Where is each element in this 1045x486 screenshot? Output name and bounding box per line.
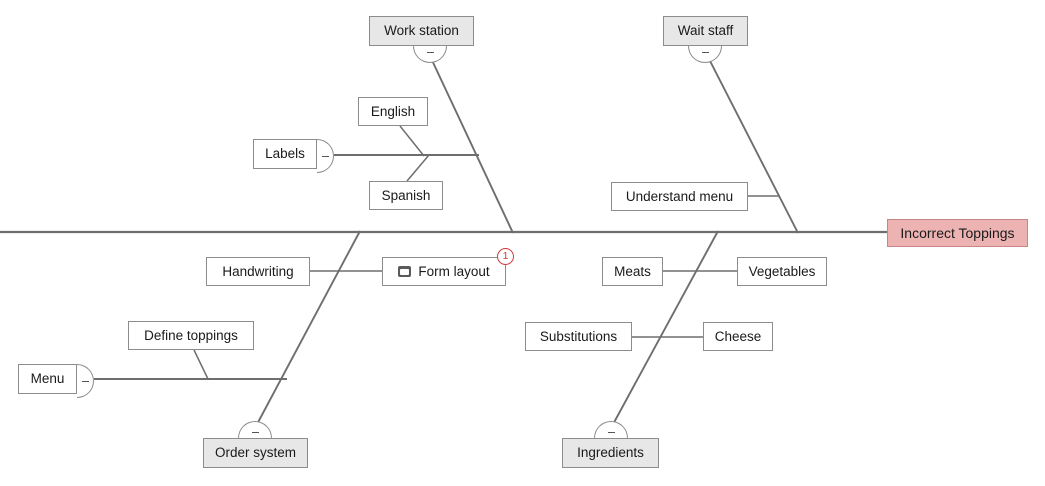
cause-box-handwriting[interactable]: Handwriting	[206, 257, 310, 286]
category-box-ingredients[interactable]: Ingredients	[562, 438, 659, 468]
cause-box-vegetables[interactable]: Vegetables	[737, 257, 827, 286]
cause-box-substitutions[interactable]: Substitutions	[525, 322, 632, 351]
connector-define-toppings	[193, 349, 209, 380]
connector-spanish	[406, 154, 430, 182]
collapse-handle-ingredients[interactable]	[594, 421, 628, 438]
category-box-wait-staff[interactable]: Wait staff	[663, 16, 748, 46]
cause-box-english[interactable]: English	[358, 97, 428, 126]
cause-box-meats[interactable]: Meats	[602, 257, 663, 286]
collapse-handle-order-system[interactable]	[238, 421, 272, 438]
collapse-handle-labels[interactable]	[317, 139, 334, 173]
note-icon	[398, 266, 412, 277]
category-box-work-station[interactable]: Work station	[369, 16, 474, 46]
minus-icon	[426, 51, 434, 53]
cause-label-form-layout: Form layout	[418, 263, 490, 279]
collapse-handle-wait-staff[interactable]	[688, 46, 722, 63]
cause-box-cheese[interactable]: Cheese	[703, 322, 773, 351]
minus-icon	[251, 431, 259, 433]
cause-box-labels[interactable]: Labels	[253, 139, 317, 169]
collapse-handle-work-station[interactable]	[413, 46, 447, 63]
cause-box-understand-menu[interactable]: Understand menu	[611, 182, 748, 211]
cause-box-spanish[interactable]: Spanish	[369, 181, 443, 210]
category-box-order-system[interactable]: Order system	[203, 438, 308, 468]
cause-box-define-toppings[interactable]: Define toppings	[128, 321, 254, 350]
minus-icon	[607, 431, 615, 433]
effect-box[interactable]: Incorrect Toppings	[887, 219, 1028, 247]
minus-icon	[82, 380, 89, 382]
minus-icon	[322, 155, 329, 157]
connector-english	[399, 125, 425, 157]
collapse-handle-menu[interactable]	[77, 364, 94, 398]
minus-icon	[701, 51, 709, 53]
comment-count-badge[interactable]: 1	[497, 248, 514, 265]
cause-box-menu[interactable]: Menu	[18, 364, 77, 394]
cause-box-form-layout[interactable]: Form layout	[382, 257, 506, 286]
